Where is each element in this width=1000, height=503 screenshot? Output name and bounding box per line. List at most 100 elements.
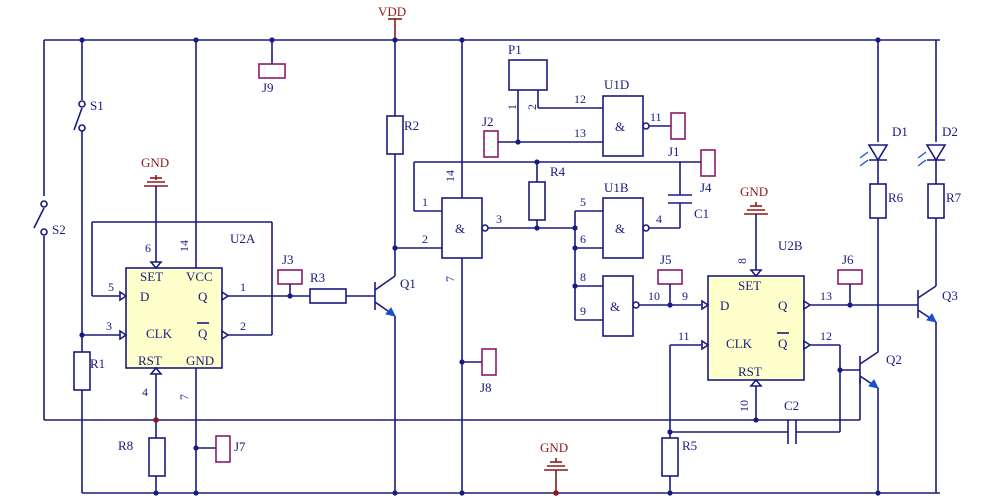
u2b-pin-clk: 11 xyxy=(678,329,690,343)
jumper-j7: J7 xyxy=(196,435,246,463)
u1a-pin-gnd: 7 xyxy=(443,276,457,282)
jumper-j5: J5 xyxy=(657,252,683,305)
j9-label: J9 xyxy=(262,80,274,95)
resistor-r2: R2 xyxy=(386,40,419,248)
u2b-pin-rst: 10 xyxy=(737,400,751,412)
q3-label: Q3 xyxy=(942,288,958,303)
u2b-name: U2B xyxy=(778,238,803,253)
u2a-qbar: Q xyxy=(198,326,208,341)
u1b-name: U1B xyxy=(604,180,629,195)
u2a-pin-vcc: 14 xyxy=(177,240,191,252)
u1a-pin-vcc: 14 xyxy=(443,170,457,182)
transistor-q3: Q3 xyxy=(917,285,958,493)
u1d-name: U1D xyxy=(604,77,629,92)
u1a-pin-in-a: 1 xyxy=(422,195,428,209)
u1a-pin-in-b: 2 xyxy=(422,232,428,246)
vdd-label: VDD xyxy=(378,4,406,19)
j2-label: J2 xyxy=(482,114,494,129)
u2b-pin-set: 8 xyxy=(735,258,749,264)
s1-label: S1 xyxy=(90,98,104,113)
u2a-q: Q xyxy=(198,289,208,304)
u2a-pin-set: 6 xyxy=(145,241,151,255)
u1c-symbol: & xyxy=(610,299,620,314)
gnd-mid-label: GND xyxy=(740,184,768,199)
u1b-symbol: & xyxy=(615,221,625,236)
junction-dots xyxy=(79,37,881,496)
capacitor-c1: C1 xyxy=(649,162,709,229)
c1-label: C1 xyxy=(694,206,709,221)
u2b-pin-qbar: 12 xyxy=(820,329,832,343)
jumper-j9: J9 xyxy=(258,40,286,95)
gate-u1b: U1B & 5 6 4 xyxy=(574,180,662,320)
d1-label: D1 xyxy=(892,124,908,139)
u1b-pin-in-a: 5 xyxy=(580,195,586,209)
u2a-rst: RST xyxy=(138,353,162,368)
resistor-r3: R3 xyxy=(309,270,375,304)
d2-label: D2 xyxy=(942,124,958,139)
u1d-pin-out: 11 xyxy=(650,110,662,124)
gate-u1c: & 8 9 10 xyxy=(575,270,702,337)
r2-label: R2 xyxy=(404,118,419,133)
capacitor-c2: C2 xyxy=(670,398,840,444)
resistor-r8: R8 xyxy=(118,437,166,493)
u2b-set: SET xyxy=(738,278,761,293)
jumper-j8: J8 xyxy=(462,348,497,395)
u2b-pin-q: 13 xyxy=(820,289,832,303)
u2b-q: Q xyxy=(778,298,788,313)
j1-label: J1 xyxy=(668,144,680,159)
u2b-pin-d: 9 xyxy=(682,289,688,303)
r3-label: R3 xyxy=(310,270,325,285)
u2a-pin-gnd: 7 xyxy=(177,394,191,400)
u2b-clk: CLK xyxy=(726,336,753,351)
r6-label: R6 xyxy=(888,190,904,205)
u1c-pin-in-b: 9 xyxy=(580,304,586,318)
j6-label: J6 xyxy=(842,252,854,267)
u2a-name: U2A xyxy=(230,231,256,246)
r5-label: R5 xyxy=(682,438,697,453)
u1d-symbol: & xyxy=(615,119,625,134)
gnd-left-label: GND xyxy=(141,155,169,170)
flipflop-u2b: U2B 8 SET D Q CLK Q RST 9 11 13 12 10 xyxy=(669,238,918,438)
resistor-r1: R1 xyxy=(73,335,105,493)
led-d1: D1 xyxy=(859,40,908,184)
u1c-pin-out: 10 xyxy=(648,289,660,303)
flipflop-u2a: U2A SET VCC D Q CLK Q RST GND 6 14 5 3 1… xyxy=(82,40,310,493)
gnd-bottom-label: GND xyxy=(540,440,568,455)
r7-label: R7 xyxy=(946,190,962,205)
u1a-pin-out: 3 xyxy=(496,212,502,226)
resistor-r5: R5 xyxy=(661,437,697,493)
connector-p1: P1 1 2 xyxy=(505,42,548,142)
jumper-j1: J1 xyxy=(668,112,686,159)
j8-label: J8 xyxy=(480,380,492,395)
p1-label: P1 xyxy=(508,42,522,57)
r8-label: R8 xyxy=(118,438,133,453)
switch-s1: S1 xyxy=(73,40,104,335)
left-signal-wire xyxy=(43,40,861,421)
gnd-symbol-left: GND xyxy=(141,155,169,262)
vdd-symbol: VDD xyxy=(378,4,406,40)
u1c-pin-in-a: 8 xyxy=(580,270,586,284)
q1-label: Q1 xyxy=(400,276,416,291)
u2a-vcc: VCC xyxy=(186,269,213,284)
p1-pin2: 2 xyxy=(525,104,539,110)
u2a-clk: CLK xyxy=(146,326,173,341)
transistor-q1: Q1 xyxy=(374,248,416,493)
u2a-set: SET xyxy=(140,269,163,284)
jumper-j3: J3 xyxy=(277,252,303,296)
transistor-q2: Q2 xyxy=(840,351,902,493)
u2a-pin-rst: 4 xyxy=(142,385,148,399)
u2a-d: D xyxy=(140,289,149,304)
u1b-pin-in-b: 6 xyxy=(580,232,586,246)
u2b-rst: RST xyxy=(738,364,762,379)
led-d2: D2 xyxy=(917,40,958,184)
resistor-r4: R4 xyxy=(528,162,566,228)
p1-pin1: 1 xyxy=(505,104,519,110)
r4-label: R4 xyxy=(550,164,566,179)
jumper-j4: J4 xyxy=(680,149,716,195)
u2a-gnd: GND xyxy=(186,353,214,368)
gate-u1d: U1D & 12 13 11 xyxy=(518,77,671,157)
r1-label: R1 xyxy=(90,356,105,371)
gate-u1a: & 3 1 2 14 7 xyxy=(395,40,680,493)
u2b-d: D xyxy=(720,298,729,313)
